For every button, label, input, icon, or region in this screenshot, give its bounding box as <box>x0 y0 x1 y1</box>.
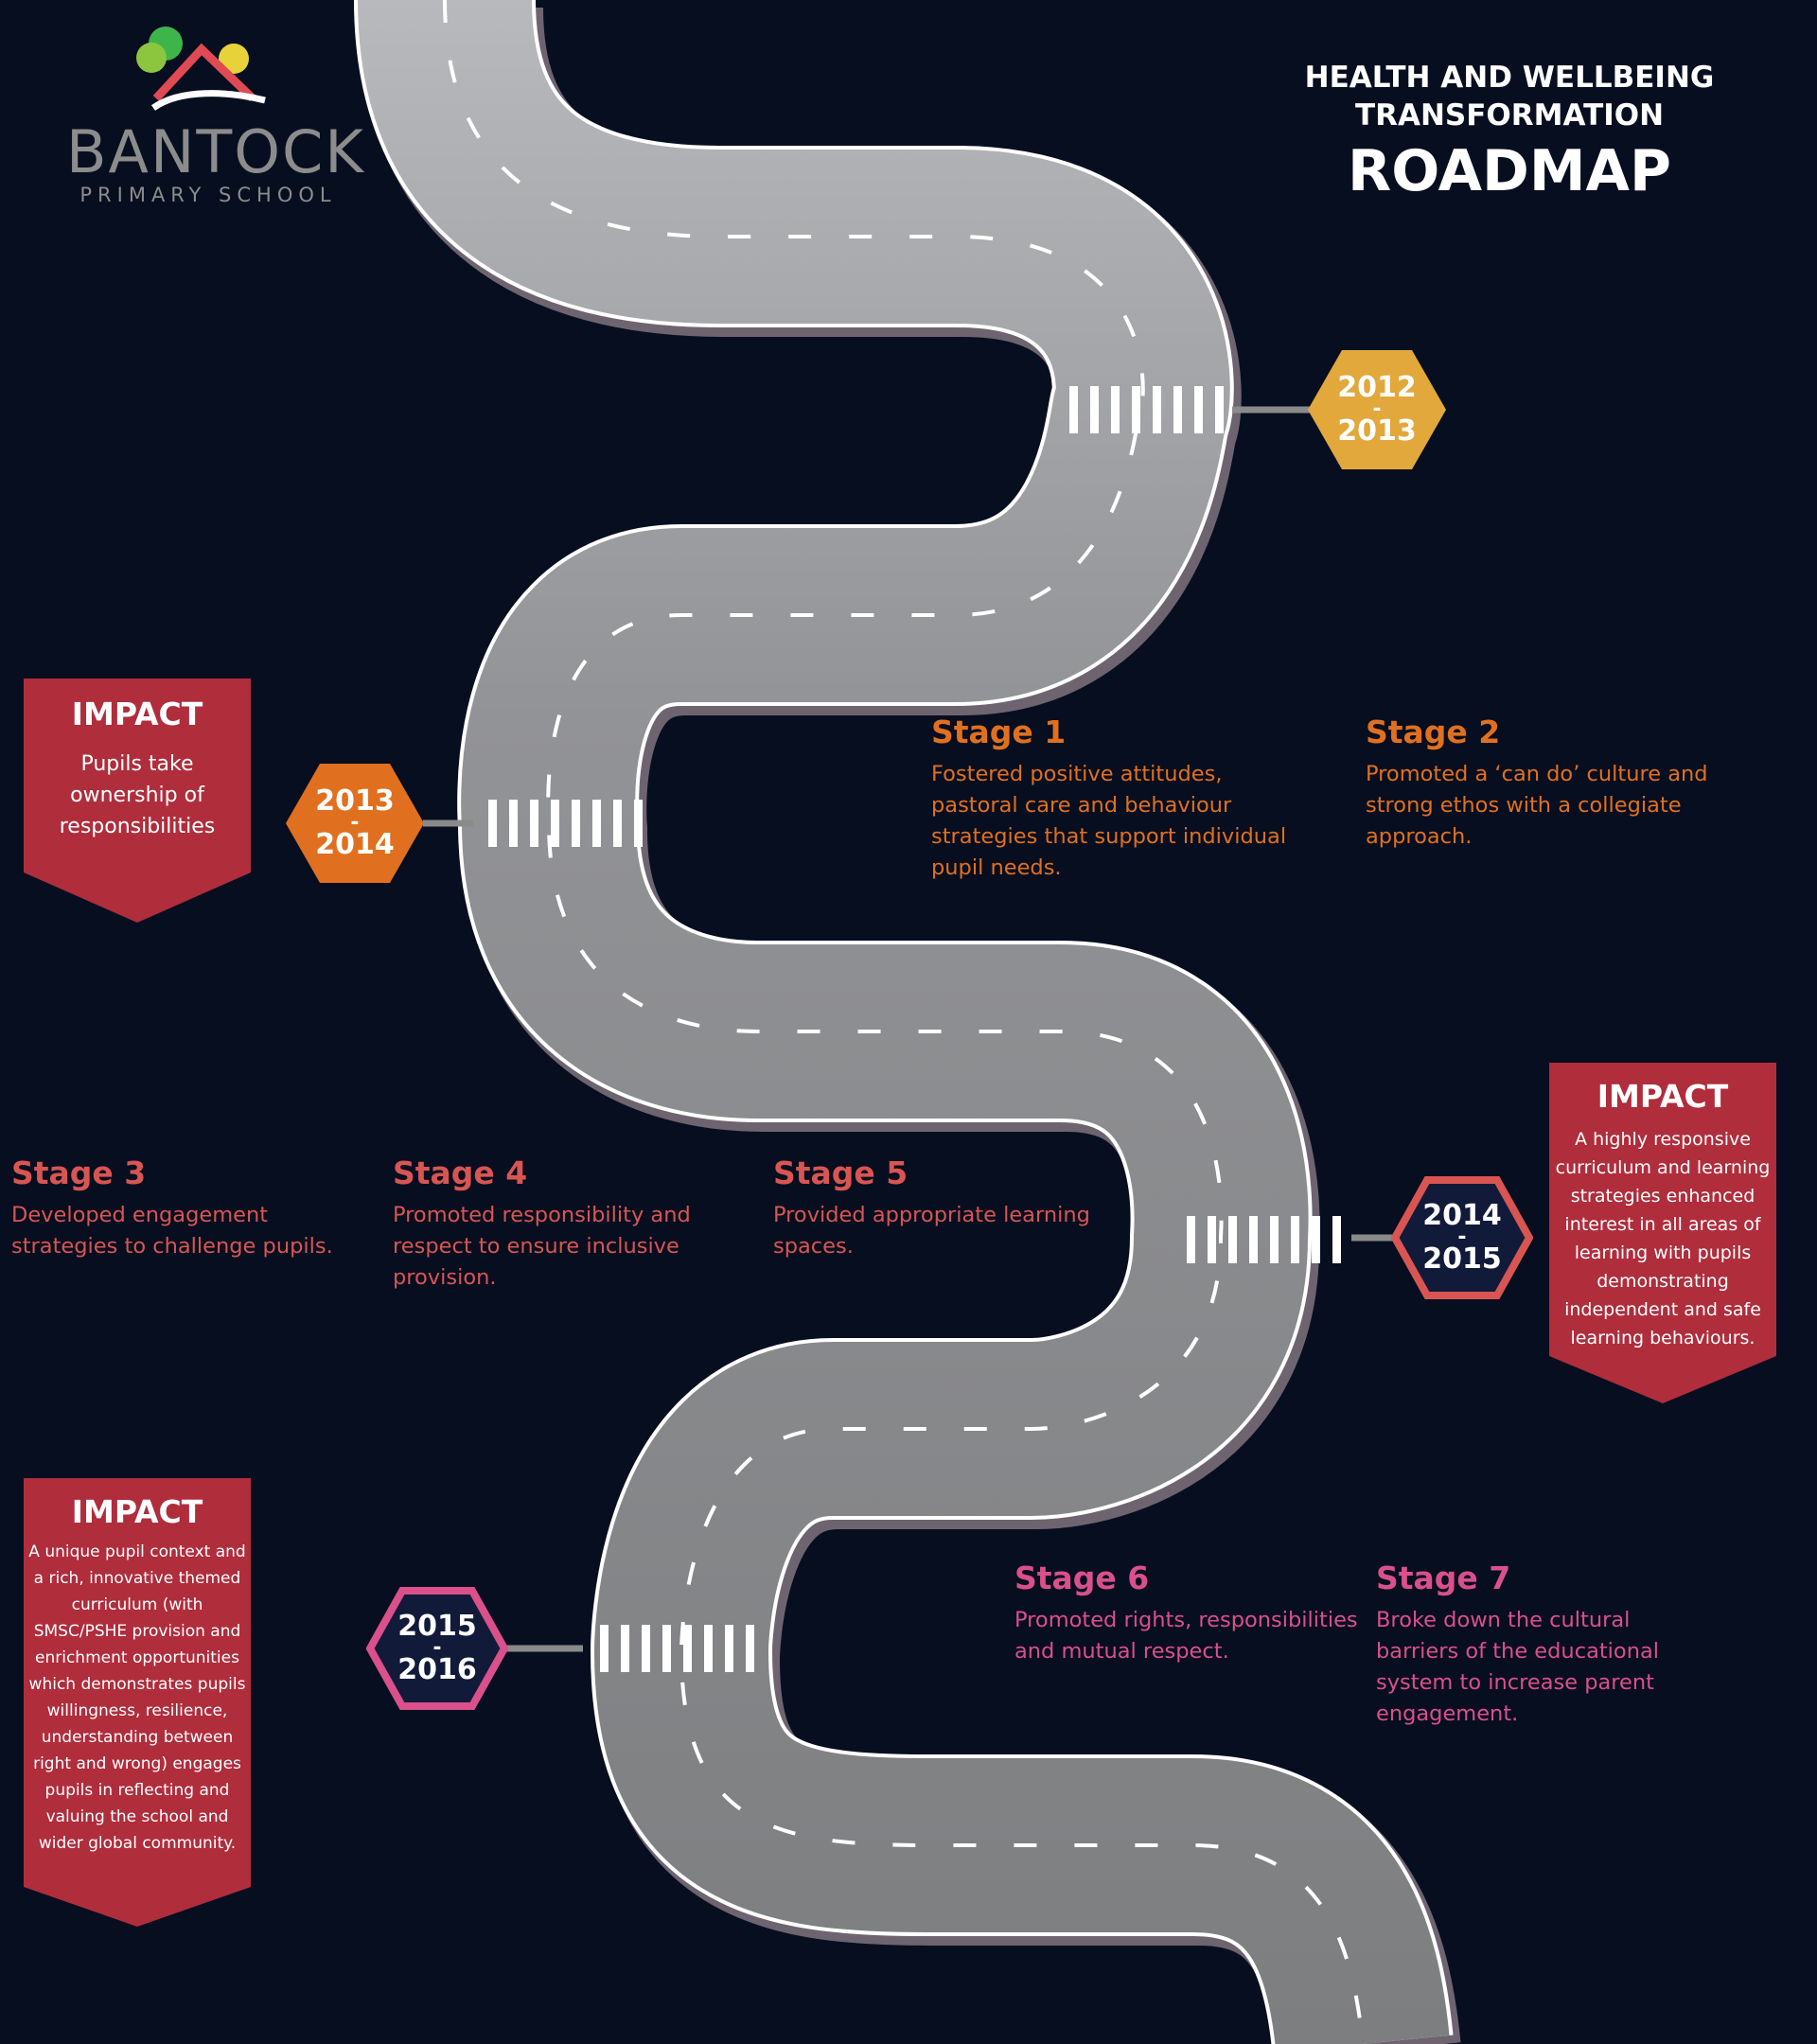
impact-text: Pupils take ownership of responsibilitie… <box>59 752 216 838</box>
stage-1: Stage 1 Fostered positive attitudes, pas… <box>931 712 1310 884</box>
year-start: 2013 <box>315 784 395 818</box>
stage-description: Developed engagement strategies to chall… <box>11 1203 333 1259</box>
year-start: 2014 <box>1422 1199 1502 1232</box>
year-separator: - <box>432 1636 442 1660</box>
year-separator: - <box>350 811 360 835</box>
impact-box-3: IMPACT A unique pupil context and a rich… <box>24 1478 251 1927</box>
logo-subtitle: PRIMARY SCHOOL <box>79 184 337 206</box>
stage-5: Stage 5 Provided appropriate learning sp… <box>773 1153 1104 1262</box>
year-separator: - <box>1457 1225 1467 1249</box>
year-hexagon-2012-2013: 2012 - 2013 <box>1306 348 1448 471</box>
impact-title: IMPACT <box>1596 1078 1729 1115</box>
page-title: HEALTH AND WELLBEING TRANSFORMATION ROAD… <box>1230 59 1789 206</box>
crosswalk-2 <box>488 800 643 847</box>
crosswalk-3 <box>1187 1216 1341 1263</box>
year-hexagon-2014-2015: 2014 - 2015 <box>1391 1176 1533 1299</box>
year-separator: - <box>1372 397 1382 421</box>
stage-title: Stage 5 <box>773 1154 908 1191</box>
impact-box-2: IMPACT A highly responsive curriculum an… <box>1549 1063 1776 1403</box>
year-end: 2014 <box>315 828 395 861</box>
year-start: 2012 <box>1337 371 1417 404</box>
title-main: ROADMAP <box>1348 138 1671 204</box>
title-line-1: HEALTH AND WELLBEING <box>1304 61 1715 95</box>
impact-title: IMPACT <box>71 696 203 732</box>
stage-title: Stage 4 <box>393 1154 528 1191</box>
year-end: 2015 <box>1422 1242 1502 1276</box>
stage-3: Stage 3 Developed engagement strategies … <box>11 1153 343 1262</box>
stage-7: Stage 7 Broke down the cultural barriers… <box>1376 1558 1660 1730</box>
stage-6: Stage 6 Promoted rights, responsibilitie… <box>1014 1558 1365 1667</box>
crosswalk-1 <box>1069 386 1224 433</box>
impact-box-1: IMPACT Pupils take ownership of responsi… <box>24 678 251 923</box>
year-start: 2015 <box>397 1610 477 1643</box>
road <box>354 0 1461 2044</box>
stage-title: Stage 2 <box>1366 714 1501 750</box>
school-logo: BANTOCK PRIMARY SCHOOL <box>66 13 365 212</box>
stage-title: Stage 3 <box>11 1154 147 1191</box>
logo-name: BANTOCK <box>66 117 365 186</box>
impact-text: A unique pupil context and a rich, innov… <box>28 1542 246 1853</box>
stage-description: Provided appropriate learning spaces. <box>773 1203 1090 1259</box>
crosswalk-4 <box>600 1625 754 1672</box>
stage-title: Stage 7 <box>1376 1559 1511 1596</box>
year-end: 2016 <box>397 1653 477 1686</box>
year-hexagon-2015-2016: 2015 - 2016 <box>366 1587 508 1710</box>
stage-description: Broke down the cultural barriers of the … <box>1376 1608 1659 1726</box>
stage-2: Stage 2 Promoted a ‘can do’ culture and … <box>1366 712 1725 853</box>
year-end: 2013 <box>1337 414 1417 448</box>
stage-description: Fostered positive attitudes, pastoral ca… <box>931 762 1287 880</box>
title-line-2: TRANSFORMATION <box>1354 98 1665 132</box>
year-hexagon-2013-2014: 2013 - 2014 <box>284 762 426 885</box>
impact-title: IMPACT <box>71 1493 203 1530</box>
stage-title: Stage 1 <box>931 714 1067 750</box>
logo-house-trees-icon <box>136 26 266 111</box>
stage-4: Stage 4 Promoted responsibility and resp… <box>393 1153 714 1294</box>
stage-description: Promoted rights, responsibilities and mu… <box>1014 1608 1358 1664</box>
impact-text: A highly responsive curriculum and learn… <box>1555 1129 1771 1348</box>
stage-description: Promoted a ‘can do’ culture and strong e… <box>1366 762 1708 849</box>
stage-description: Promoted responsibility and respect to e… <box>393 1203 691 1290</box>
road-center-line <box>443 0 1365 2044</box>
stage-title: Stage 6 <box>1014 1559 1150 1596</box>
